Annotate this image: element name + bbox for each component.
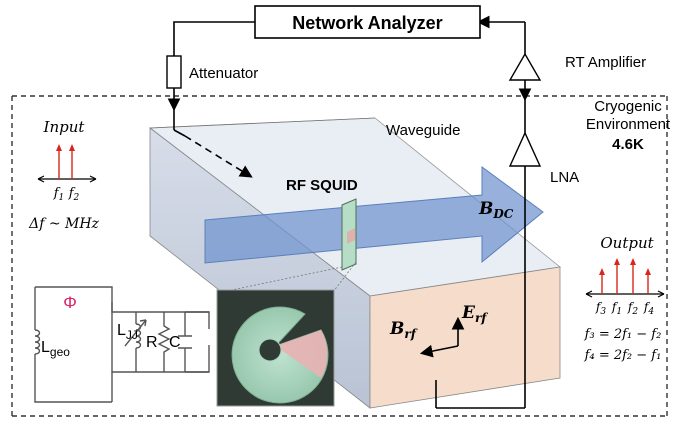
micrograph-slit [275,330,328,378]
circuit-c: C [169,334,181,351]
rf-squid-label: RF SQUID [286,177,358,194]
lna-label: LNA [550,169,579,186]
output-spike-f1 [614,258,620,294]
waveguide-port-face [369,266,561,409]
output-tick-f1: f1 [611,300,622,317]
input-tick-f2: f2 [68,186,80,203]
circuit-l-jj: LJJ [117,322,138,342]
output-panel: Output f3 f1 f2 f4 f₃ = 2f₁ − f₂ f₄ = 2f… [584,234,665,363]
micrograph-hole [258,338,282,362]
output-spike-f4 [645,268,651,294]
input-delta-label: Δf ~ MHz [28,216,99,232]
circuit-r: R [146,334,158,351]
e-rf-label: Erf [461,303,488,325]
cryogenic-label: Cryogenic Environment 4.6K [586,98,671,153]
input-spike-f1 [56,144,62,179]
lna: LNA [508,131,579,186]
input-spike-f2 [69,144,75,179]
network-analyzer-label: Network Analyzer [292,13,442,33]
cryogenic-line1: Cryogenic [594,98,662,115]
cryogenic-line2: Environment [586,116,671,133]
attenuator: Attenuator [166,55,258,89]
output-spike-f2 [630,258,636,294]
input-tick-f1: f1 [53,186,65,203]
output-title: Output [600,234,654,252]
signal-lines [167,15,532,409]
zoom-line-left [221,266,343,293]
waveguide-label: Waveguide [386,122,461,139]
b-rf-label: Brf [389,319,418,341]
equivalent-circuit: Φ Lgeo LJJ R C [22,286,210,405]
network-analyzer: Network Analyzer [254,5,481,39]
circuit-box [22,287,208,405]
output-tick-f3: f3 [595,300,606,317]
input-panel: Input f1 f2 Δf ~ MHz [28,118,99,232]
rf-squid-chip [341,198,357,271]
cryogenic-boundary [11,95,668,417]
rt-amplifier-label: RT Amplifier [565,54,646,71]
b-dc-arrow [204,166,544,264]
b-dc-label: BDC [478,199,514,221]
input-title: Input [43,118,86,136]
circuit-phi: Φ [63,293,77,312]
output-tick-f2: f2 [627,300,638,317]
attenuator-label: Attenuator [189,65,258,82]
circuit-l-geo: Lgeo [41,339,70,359]
output-spike-f3 [599,268,605,294]
cryogenic-temperature: 4.6K [612,136,644,153]
squid-micrograph [216,289,335,407]
rt-amplifier: RT Amplifier [508,52,646,81]
output-equation-f3: f₃ = 2f₁ − f₂ [584,327,662,342]
output-tick-f4: f4 [643,300,654,317]
field-axes [419,316,465,358]
output-equation-f4: f₄ = 2f₂ − f₁ [584,348,662,363]
